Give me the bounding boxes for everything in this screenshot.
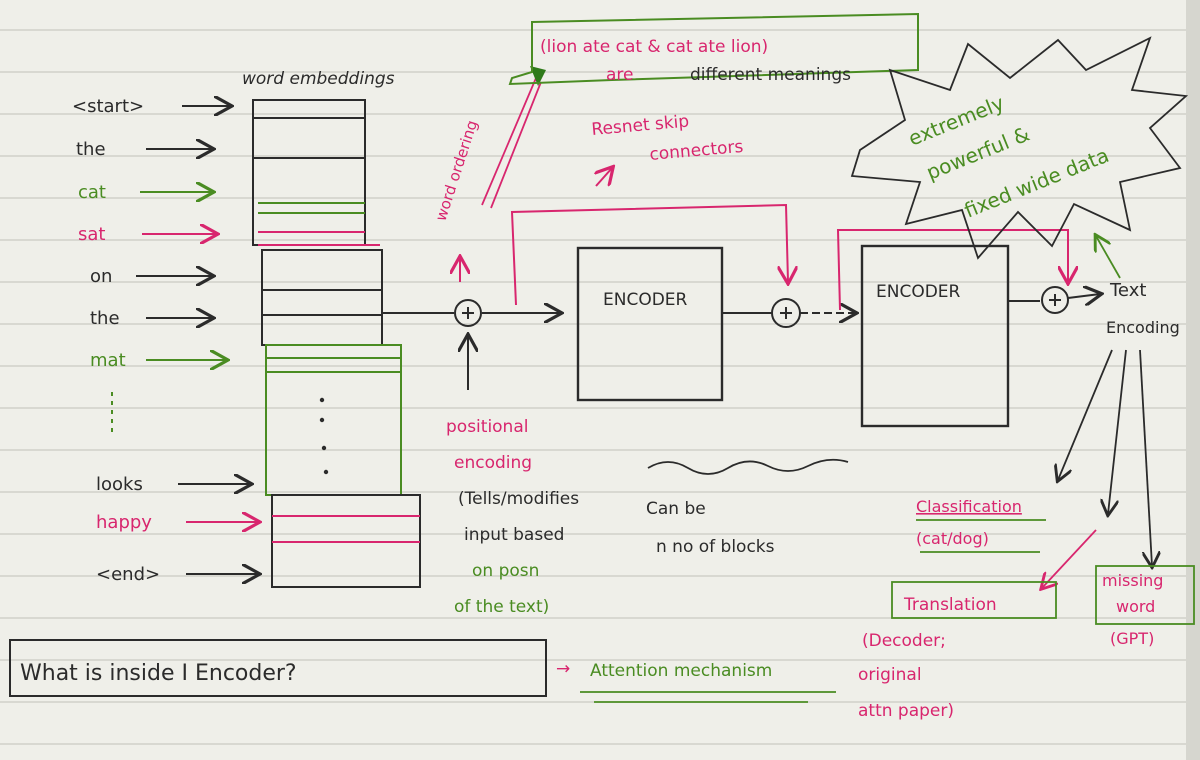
translation-line3: original (858, 665, 922, 685)
positional-line4: input based (464, 525, 564, 545)
resnet-pointer (596, 168, 612, 187)
token-list: <start> the cat sat on the mat looks happy <end> (72, 96, 258, 585)
translation-line2: (Decoder; (862, 631, 946, 651)
positional-line2: encoding (454, 453, 532, 473)
token-word: the (76, 139, 106, 160)
positional-line5: on posn (472, 561, 539, 581)
positional-line1: positional (446, 417, 528, 437)
classification-output: Classification (cat/dog) (916, 497, 1046, 553)
token-word: <start> (72, 96, 144, 117)
skip-connection-1 (510, 203, 788, 306)
token-word: cat (78, 182, 106, 203)
arrow-glyph: → (556, 659, 570, 679)
skip-connection-2 (836, 229, 1068, 311)
embedding-header: word embeddings (242, 69, 395, 89)
question-text: What is inside I Encoder? (20, 661, 297, 686)
word-ordering-lines (481, 66, 546, 209)
encoder-block-1 (576, 246, 724, 402)
add-to-output-arrow (1067, 294, 1100, 298)
token-word: looks (96, 474, 143, 495)
encoder-block-2 (860, 244, 1010, 428)
blocks-squiggle (647, 458, 849, 475)
text-encoding-line1: Text (1109, 280, 1146, 301)
add-node-3 (1041, 286, 1069, 314)
classification-line2: (cat/dog) (916, 529, 989, 548)
resnet-label-line1: Resnet skip (591, 112, 690, 140)
token-word: on (90, 266, 112, 287)
add-node-1 (454, 299, 482, 327)
note-line2-meanings: different meanings (690, 65, 851, 85)
missing-word-line1: missing (1102, 571, 1163, 590)
encoder-1-label: ENCODER (603, 290, 688, 310)
positional-line3: (Tells/modifies (458, 489, 579, 509)
note-line2-are: are (606, 65, 634, 85)
answer-text: Attention mechanism (590, 661, 772, 681)
embedding-matrix (252, 99, 421, 588)
token-word: mat (90, 350, 126, 371)
translation-line4: attn paper) (858, 701, 954, 721)
translation-line1: Translation (903, 595, 997, 615)
resnet-label-line2: connectors (649, 137, 745, 165)
classification-line1: Classification (916, 497, 1022, 516)
token-word: the (90, 308, 120, 329)
output-arrows (1042, 349, 1152, 588)
encoder-2-label: ENCODER (876, 282, 961, 302)
blocks-note-line1: Can be (646, 499, 706, 519)
matrix-ellipsis (319, 397, 329, 475)
token-word: sat (78, 224, 105, 245)
text-encoding-line2: Encoding (1106, 318, 1180, 337)
question-box: What is inside I Encoder? (9, 639, 547, 697)
missing-word-line2: word (1116, 597, 1155, 616)
binder-edge (1186, 0, 1200, 760)
note-line1: (lion ate cat & cat ate lion) (540, 37, 768, 57)
translation-output: Translation (Decoder; original attn pape… (858, 581, 1057, 721)
word-ordering-label: word ordering (432, 118, 482, 223)
add-node-2 (771, 298, 801, 328)
meaning-note: (lion ate cat & cat ate lion) are differ… (508, 12, 919, 86)
missing-word-output: missing word (GPT) (1095, 565, 1195, 648)
positional-line6: of the text) (454, 597, 549, 617)
blocks-note-line2: n no of blocks (656, 537, 775, 557)
token-word: <end> (96, 564, 160, 585)
burst-pointer (1096, 236, 1121, 279)
missing-word-line3: (GPT) (1110, 629, 1154, 648)
token-word: happy (96, 512, 152, 533)
